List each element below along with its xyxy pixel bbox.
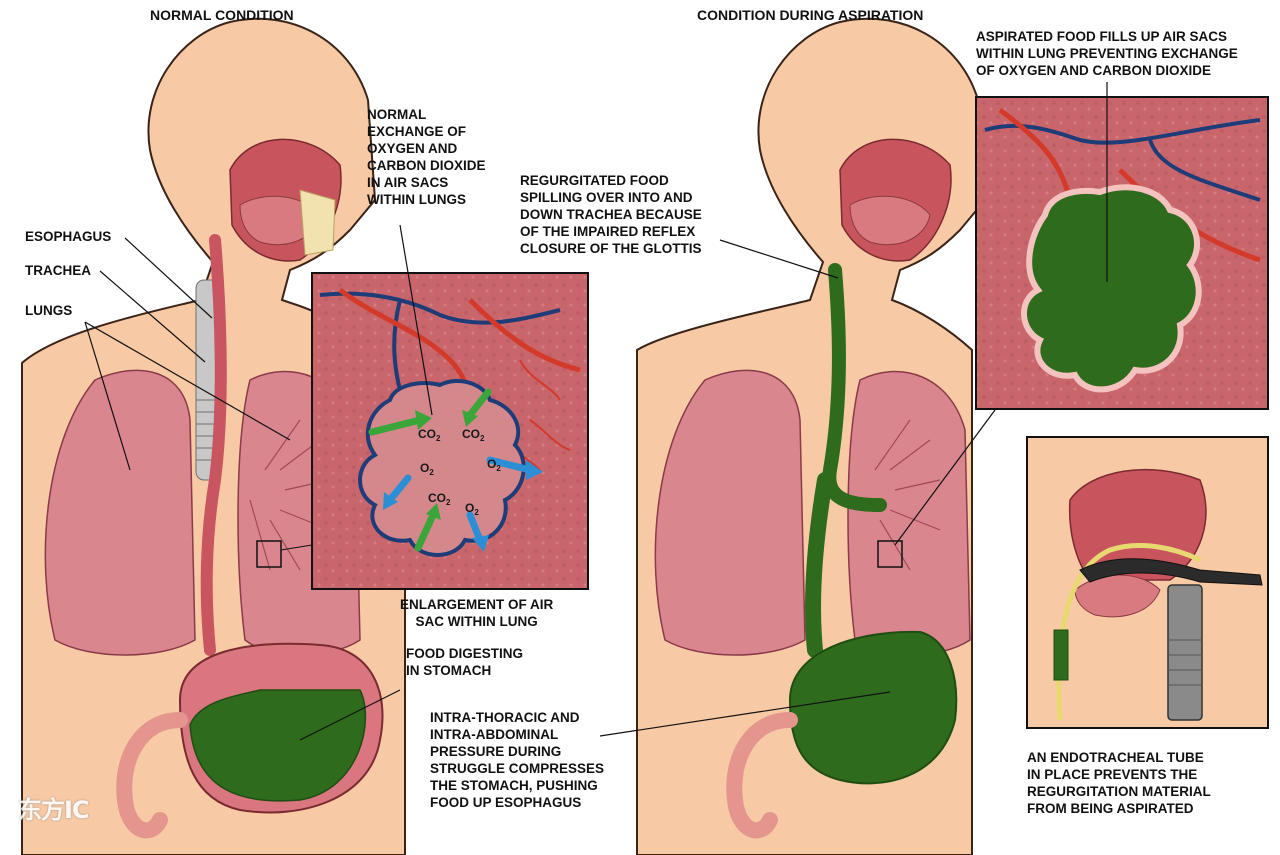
title-condition-during-aspiration: CONDITION DURING ASPIRATION (697, 7, 924, 23)
normal-stomach-food (189, 689, 367, 802)
normal-lung-branches (249, 419, 331, 571)
aspirated-air-sac (1021, 184, 1202, 393)
co2-arrow-2 (466, 388, 492, 419)
trachea-leader (99, 270, 206, 363)
lungs-leader-right (84, 321, 131, 471)
title-normal-condition: NORMAL CONDITION (150, 7, 294, 23)
o2-arrow-head-2 (383, 492, 398, 510)
aspiration-figure (636, 17, 987, 855)
endotracheal-cuff (1053, 629, 1069, 681)
co2-label-2: CO2 (462, 427, 485, 443)
co2-arrow-3 (414, 511, 437, 552)
o2-arrow-head-3 (472, 535, 489, 552)
normal-intestine (116, 712, 188, 839)
normal-air-sac-inset: CO2 CO2 CO2 O2 O2 O2 (311, 272, 589, 590)
normal-esophagus (200, 234, 227, 656)
watermark-logo: 东方IC (18, 796, 90, 824)
normal-zoom-connector (280, 544, 313, 551)
label-esophagus: ESOPHAGUS (25, 229, 112, 244)
co2-arrow-1 (368, 416, 424, 436)
label-trachea: TRACHEA (25, 263, 91, 278)
label-regurgitated: REGURGITATED FOOD SPILLING OVER INTO AND… (520, 173, 702, 256)
co2-arrow-head-3 (426, 503, 441, 520)
o2-arrow-head-1 (526, 460, 543, 480)
aspiration-food-in-esophagus (805, 472, 833, 658)
label-endotracheal: AN ENDOTRACHEAL TUBE IN PLACE PREVENTS T… (1027, 750, 1211, 816)
aspiration-left-lung (847, 370, 971, 656)
co2-arrow-head-1 (415, 410, 432, 430)
normal-trachea-rings (196, 399, 220, 461)
o2-arrow-2 (386, 474, 412, 504)
aspiration-lung-zoom-marker (877, 540, 903, 568)
o2-arrow-3 (466, 511, 484, 544)
normal-exchange-leader (399, 224, 433, 416)
lungs-leader-left (84, 321, 291, 441)
regurgitated-leader (719, 239, 839, 279)
normal-right-lung (44, 369, 196, 656)
o2-label-1: O2 (420, 461, 434, 477)
label-lungs: LUNGS (25, 303, 73, 318)
label-aspirated-food: ASPIRATED FOOD FILLS UP AIR SACS WITHIN … (976, 29, 1238, 78)
label-enlargement: ENLARGEMENT OF AIR SAC WITHIN LUNG (400, 597, 554, 629)
normal-inset-vein (319, 291, 561, 391)
intra-thoracic-leader (599, 691, 891, 737)
o2-arrow-1 (486, 456, 534, 474)
aspirated-air-sac-inset (975, 96, 1269, 410)
food-digesting-leader (299, 689, 401, 741)
laryngoscope-blade (1079, 558, 1263, 586)
o2-label-2: O2 (487, 457, 501, 473)
laryngoscope-grip-lines (1168, 639, 1202, 686)
aspirated-zoom-connector (894, 409, 996, 546)
label-normal-exchange: NORMAL EXCHANGE OF OXYGEN AND CARBON DIO… (367, 107, 486, 207)
aspiration-right-lung (654, 369, 806, 656)
o2-label-3: O2 (465, 501, 479, 517)
normal-lung-zoom-marker (256, 540, 282, 568)
aspiration-stomach (788, 630, 958, 785)
leader-lines (84, 82, 1108, 741)
laryngoscope-handle (1167, 584, 1203, 721)
aspiration-tongue (849, 195, 931, 246)
esophagus-leader (124, 237, 213, 319)
co2-arrow-head-2 (462, 410, 478, 427)
label-food-digesting: FOOD DIGESTING IN STOMACH (406, 646, 524, 678)
aspiration-intestine (726, 712, 798, 839)
co2-label-3: CO2 (428, 491, 451, 507)
label-intra-thoracic: INTRA-THORACIC AND INTRA-ABDOMINAL PRESS… (430, 710, 605, 810)
aspiration-food-in-trachea (822, 263, 887, 512)
co2-label-1: CO2 (418, 427, 441, 443)
aspiration-lung-branches (874, 419, 941, 571)
normal-jaw-bone (299, 189, 336, 256)
endotracheal-tube-inset (1026, 436, 1269, 729)
